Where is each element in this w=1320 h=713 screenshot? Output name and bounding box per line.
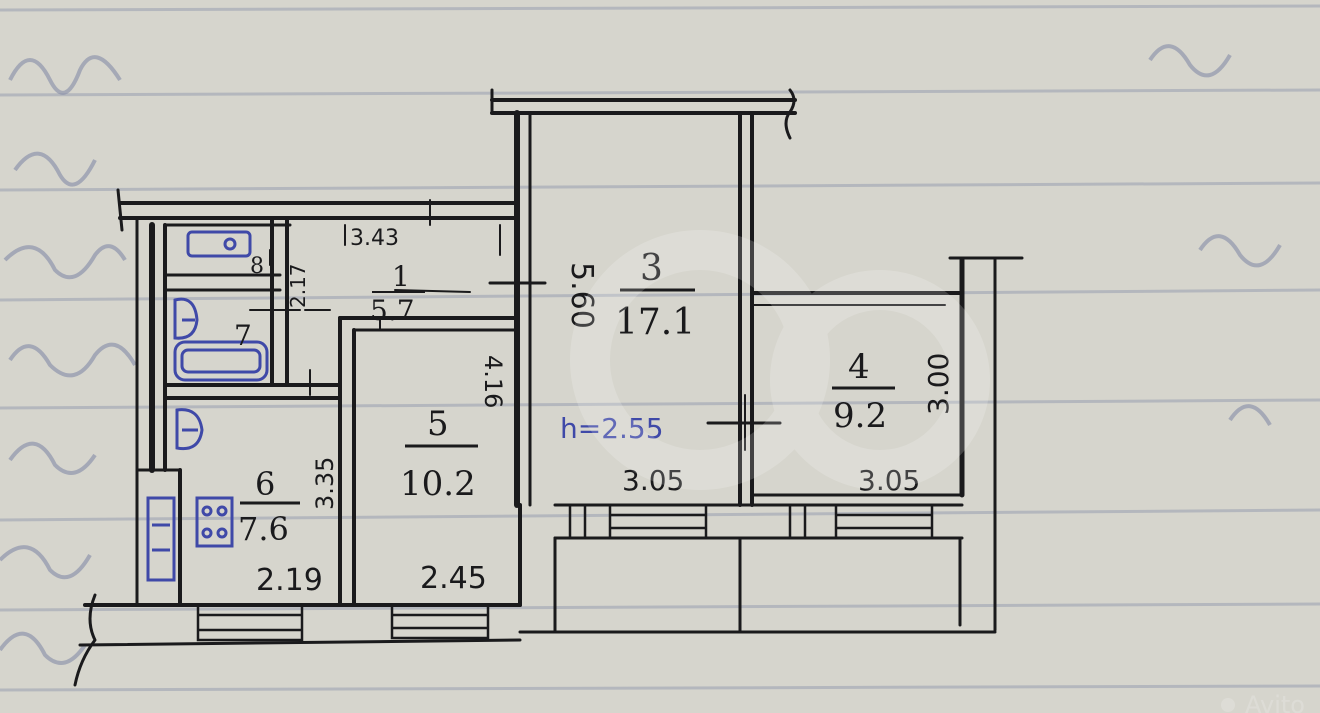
- dim-room5-width: 2.45: [420, 561, 487, 596]
- room-number-3: 3: [640, 248, 663, 289]
- room-area-5: 10.2: [400, 464, 476, 504]
- dim-hall-width: 3.43: [350, 226, 399, 251]
- dim-room3-width: 3.05: [622, 464, 684, 497]
- paper-ruling: [0, 4, 1320, 692]
- window-room3: [568, 503, 708, 540]
- dim-room6-width: 2.19: [256, 563, 323, 598]
- plumbing-fixtures: [146, 230, 269, 582]
- room-area-3: 17.1: [615, 302, 695, 343]
- watermark-text: Avito: [1245, 691, 1305, 713]
- window-room4: [788, 503, 934, 540]
- dim-room5-length: 4.16: [479, 355, 507, 408]
- room-area-4: 9.2: [833, 396, 887, 436]
- kitchen-counter: [146, 496, 176, 582]
- ceiling-height: h=2.55: [560, 412, 664, 445]
- window-room6: [196, 603, 304, 642]
- dimension-labels: 3.43 2.17 5.60 3.05 3.00 3.05 4.16 2.45 …: [256, 226, 955, 598]
- sink-fixture: [186, 230, 252, 258]
- room-number-7: 7: [234, 319, 252, 352]
- dim-room4-length: 3.00: [922, 353, 955, 415]
- room-area-1: 5.7: [370, 294, 415, 327]
- room-area-6: 7.6: [238, 510, 289, 548]
- windows: [196, 503, 934, 642]
- window-room5: [390, 603, 490, 640]
- dim-room6-length: 3.35: [311, 457, 339, 510]
- room-number-4: 4: [848, 347, 870, 387]
- room-number-1: 1: [392, 260, 410, 293]
- margin-scribbles: [0, 44, 1282, 665]
- walls: [73, 88, 1024, 687]
- avito-watermark: Avito: [570, 230, 1305, 713]
- stove-fixture: [195, 496, 234, 548]
- room-number-8: 8: [250, 254, 264, 279]
- room-labels: 1 5.7 3 17.1 4 9.2 5 10.2 6 7.6 7 8: [234, 248, 895, 548]
- room-number-5: 5: [427, 404, 449, 444]
- toilet-fixture-2: [175, 408, 204, 451]
- dim-room3-length: 5.60: [564, 262, 599, 329]
- room-number-6: 6: [255, 465, 275, 503]
- toilet-fixture: [173, 297, 199, 340]
- watermark-logo-icon: [1221, 698, 1235, 712]
- dim-room4-width: 3.05: [858, 464, 920, 497]
- bathtub-fixture: [173, 340, 269, 382]
- dim-hall-depth: 2.17: [286, 263, 310, 308]
